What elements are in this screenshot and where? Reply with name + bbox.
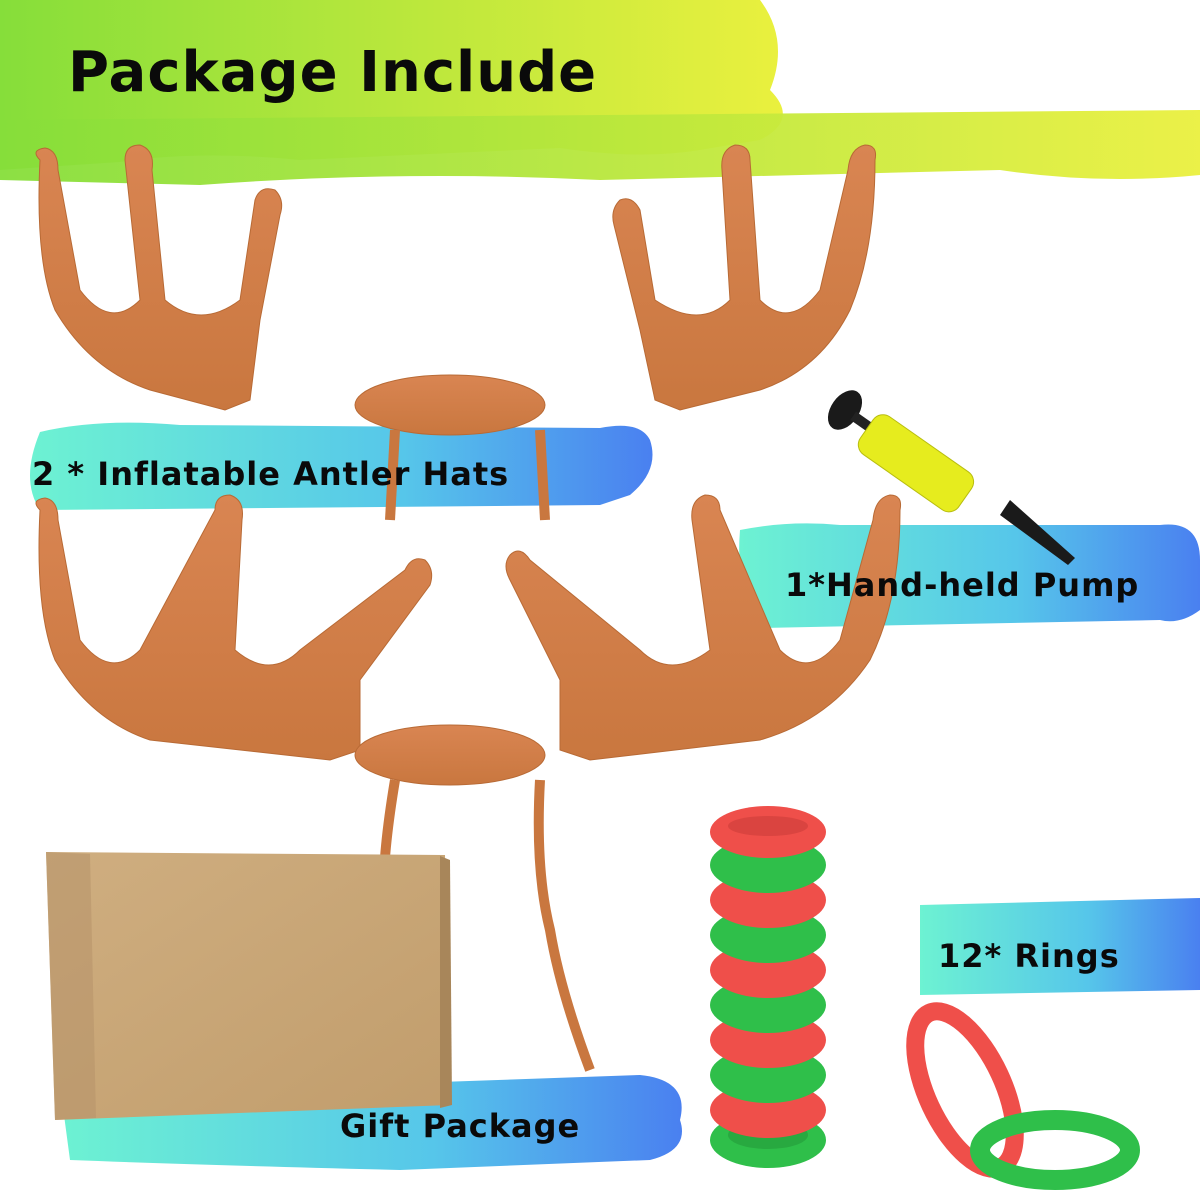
pump-icon	[827, 390, 1075, 565]
item-label-gift-package: Gift Package	[340, 1107, 581, 1145]
item-label-antler-hats: 2 * Inflatable Antler Hats	[32, 455, 510, 493]
page-title: Package Include	[68, 40, 598, 105]
brush-antler	[30, 422, 653, 510]
brush-rings	[920, 898, 1200, 995]
gift-box-icon	[46, 852, 452, 1120]
item-label-rings: 12* Rings	[938, 937, 1120, 975]
item-label-pump: 1*Hand-held Pump	[785, 566, 1140, 604]
title-brush	[0, 0, 1200, 185]
antler-hat-icon	[35, 144, 876, 521]
ring-stack-icon	[710, 806, 1140, 1190]
